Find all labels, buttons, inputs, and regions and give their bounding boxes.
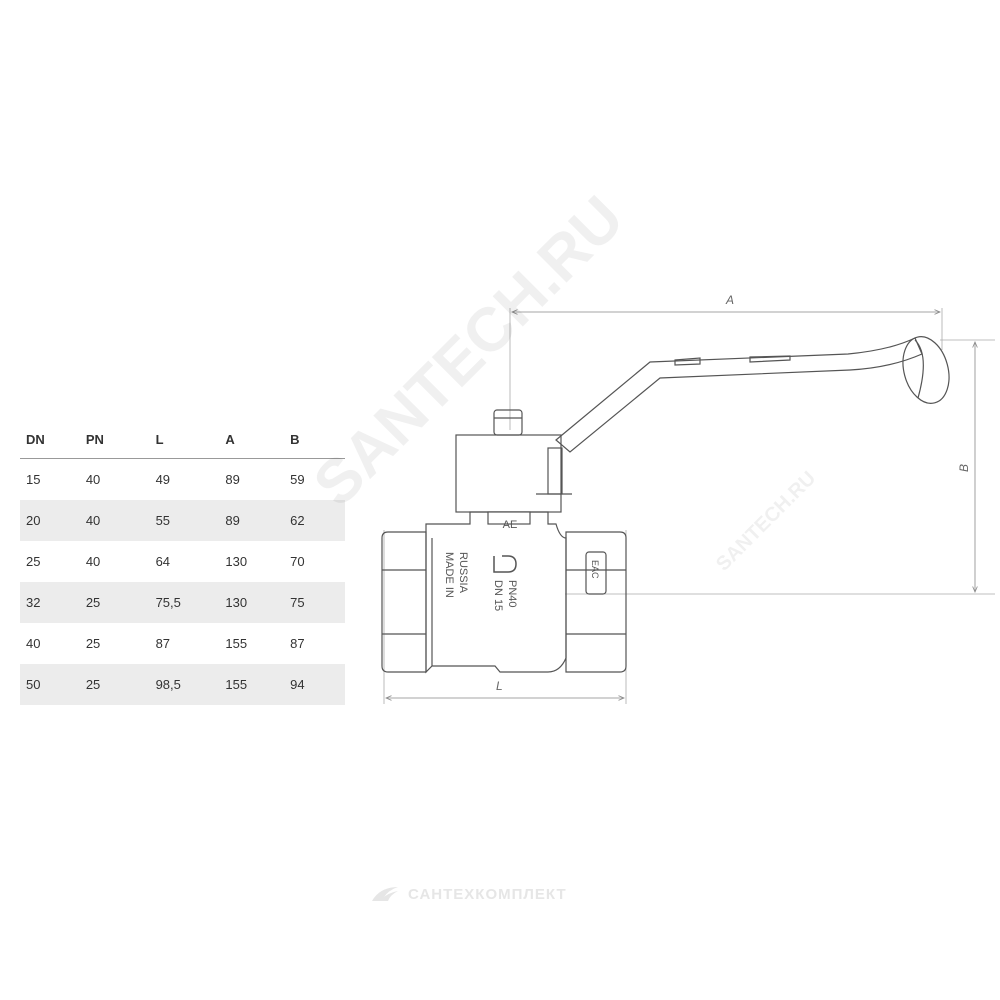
header-l: L xyxy=(155,420,226,459)
table-row: 15 40 49 89 59 xyxy=(20,459,345,501)
cell-l: 75,5 xyxy=(155,582,226,623)
cell-a: 155 xyxy=(225,664,291,705)
cell-l: 98,5 xyxy=(155,664,226,705)
cell-a: 130 xyxy=(225,582,291,623)
footer-brand-name: САНТЕХКОМПЛЕКТ xyxy=(408,885,567,903)
cell-pn: 40 xyxy=(85,554,101,569)
table-row: 20 40 55 89 62 xyxy=(20,500,345,541)
table-row: 40 25 87 155 87 xyxy=(20,623,345,664)
cell-a: 155 xyxy=(225,636,248,651)
cell-dn: 32 xyxy=(20,582,86,623)
dimensions-table: DN PN L A B 15 40 49 89 59 20 40 55 89 6… xyxy=(20,420,345,705)
dimension-a-label: A xyxy=(725,293,734,307)
cell-b: 59 xyxy=(290,472,305,487)
cell-b: 75 xyxy=(290,582,345,623)
body-marking-russia: RUSSIA xyxy=(457,552,469,594)
cell-b: 94 xyxy=(290,664,345,705)
ball-valve-drawing: AE MADE IN RUSSIA DN 15 PN40 EAC A B L xyxy=(381,293,995,704)
stem-mark: AE xyxy=(503,519,518,531)
cell-a: 130 xyxy=(225,554,248,569)
cell-l: 64 xyxy=(155,554,171,569)
cell-pn: 40 xyxy=(85,472,101,487)
valve-handle xyxy=(555,336,950,453)
cell-l: 87 xyxy=(155,636,171,651)
cell-b: 62 xyxy=(290,500,345,541)
body-marking-made-in: MADE IN xyxy=(443,552,455,598)
dimension-a xyxy=(509,308,943,430)
cell-dn: 20 xyxy=(20,500,86,541)
dimension-b-label: B xyxy=(957,464,971,472)
brand-swoosh-icon xyxy=(372,887,398,901)
cell-dn: 40 xyxy=(26,636,41,651)
header-pn: PN xyxy=(85,420,156,459)
dimension-b xyxy=(565,339,995,595)
table-header-row: DN PN L A B xyxy=(20,420,345,459)
cell-b: 87 xyxy=(290,636,305,651)
brand-logo-icon xyxy=(493,555,517,573)
footer-brand: САНТЕХКОМПЛЕКТ xyxy=(370,884,567,904)
table-row: 32 25 75,5 130 75 xyxy=(20,582,345,623)
cell-l: 55 xyxy=(155,500,226,541)
cell-pn: 25 xyxy=(85,636,101,651)
cell-pn: 40 xyxy=(85,500,156,541)
valve-stem xyxy=(455,409,572,525)
cell-dn: 50 xyxy=(20,664,86,705)
cert-mark: EAC xyxy=(590,560,600,579)
size-marking-pn: PN40 xyxy=(506,580,518,608)
cell-a: 89 xyxy=(225,500,291,541)
cell-dn: 25 xyxy=(26,554,41,569)
size-marking-dn: DN 15 xyxy=(492,580,504,611)
header-a: A xyxy=(225,420,291,459)
valve-body xyxy=(381,511,627,674)
table-row: 25 40 64 130 70 xyxy=(20,541,345,582)
cell-pn: 25 xyxy=(85,582,156,623)
header-dn: DN xyxy=(20,420,86,459)
cell-dn: 15 xyxy=(26,472,41,487)
cell-pn: 25 xyxy=(85,664,156,705)
dimension-l-label: L xyxy=(496,679,503,693)
cell-b: 70 xyxy=(290,554,305,569)
table-row: 50 25 98,5 155 94 xyxy=(20,664,345,705)
cell-a: 89 xyxy=(225,472,240,487)
header-b: B xyxy=(290,420,345,459)
cell-l: 49 xyxy=(155,472,171,487)
